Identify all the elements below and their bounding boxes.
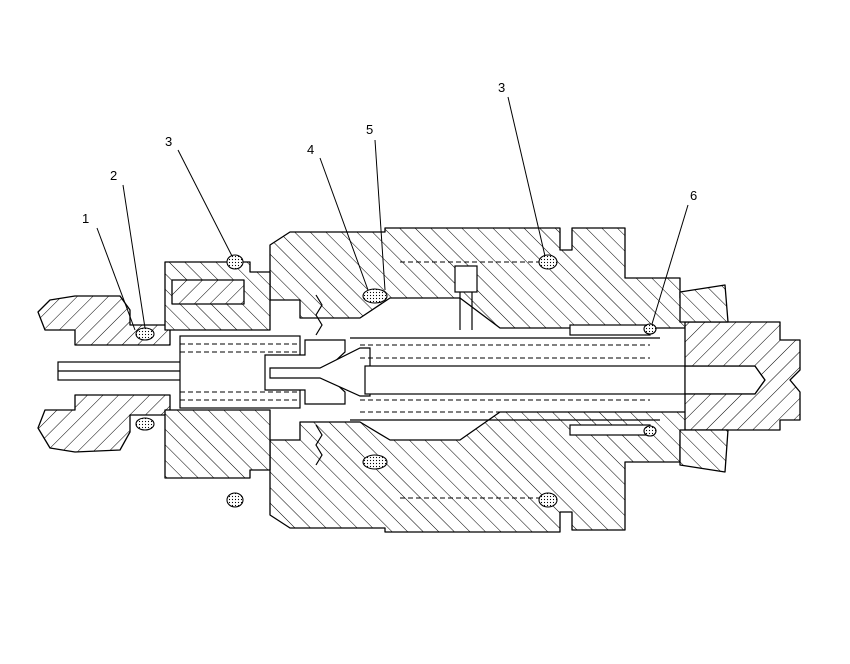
left-adapter-lower xyxy=(37,394,171,453)
wave-spring-bot xyxy=(315,424,323,466)
callout-label-6: 6 xyxy=(690,188,697,203)
callout-label-1: 1 xyxy=(82,211,89,226)
right-seal-groove xyxy=(569,324,651,336)
callout-label-4: 4 xyxy=(307,142,314,157)
right-seal-groove-lower xyxy=(569,424,651,436)
leader-4 xyxy=(319,157,369,291)
o-ring-seal-3a-lower xyxy=(226,492,244,508)
o-ring-seal-1 xyxy=(135,327,155,341)
callout-label-3a: 3 xyxy=(165,134,172,149)
stem-tip xyxy=(684,365,766,395)
callout-label-3b: 3 xyxy=(498,80,505,95)
poppet-cone xyxy=(269,347,371,397)
o-ring-seal-6-lower xyxy=(643,425,657,437)
o-ring-seal-4-lower xyxy=(362,454,388,470)
o-ring-seal-6 xyxy=(643,323,657,335)
leader-5 xyxy=(374,139,386,291)
wave-spring-top xyxy=(315,294,323,336)
right-end-cap xyxy=(684,321,801,431)
retainer-sleeve-lower xyxy=(164,409,271,479)
o-ring-seal-1-lower xyxy=(135,417,155,431)
o-ring-seal-3b xyxy=(538,254,558,270)
right-nut-lower xyxy=(679,429,729,473)
vent-passage-top xyxy=(454,265,478,293)
valve-body-housing xyxy=(269,227,691,329)
leader-6 xyxy=(651,204,689,325)
valve-body-housing-lower xyxy=(269,411,691,533)
leader-1 xyxy=(96,227,136,331)
right-nut xyxy=(679,284,729,323)
callout-label-2: 2 xyxy=(110,168,117,183)
callout-label-5: 5 xyxy=(366,122,373,137)
inner-ring xyxy=(171,279,245,305)
leader-3b xyxy=(507,96,546,257)
o-ring-seal-3b-lower xyxy=(538,492,558,508)
o-ring-seal-4 xyxy=(362,288,388,304)
leader-3a xyxy=(177,149,233,257)
leader-2 xyxy=(122,184,146,329)
o-ring-seal-3a xyxy=(226,254,244,270)
valve-stem xyxy=(364,365,686,395)
